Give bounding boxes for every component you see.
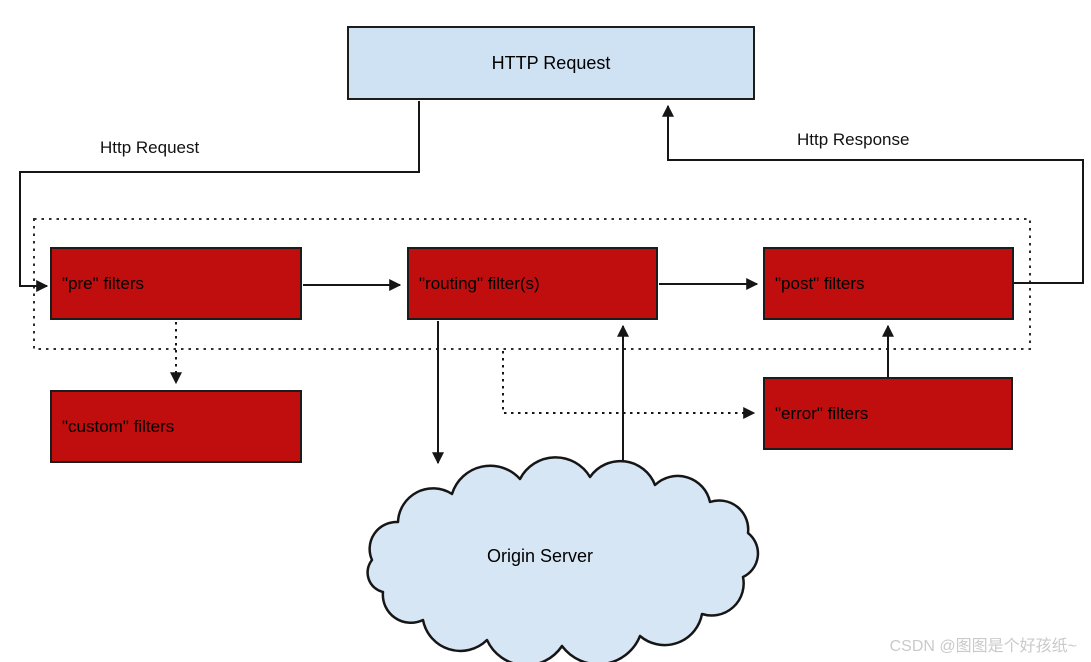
post-filters-box: "post" filters <box>763 247 1014 320</box>
http-request-box: HTTP Request <box>347 26 755 100</box>
custom-filters-box: "custom" filters <box>50 390 302 463</box>
http-request-label: HTTP Request <box>491 52 611 73</box>
routing-filters-box: "routing" filter(s) <box>407 247 658 320</box>
post-filters-label: "post" filters <box>775 273 865 293</box>
error-filters-label: "error" filters <box>775 403 869 423</box>
http-response-edge-label: Http Response <box>797 130 910 149</box>
watermark: CSDN @图图是个好孩纸~ <box>889 638 1077 655</box>
arrow-boundary-to-error <box>502 351 756 419</box>
origin-server-label: Origin Server <box>486 546 594 566</box>
pre-filters-box: "pre" filters <box>50 247 302 320</box>
error-filters-box: "error" filters <box>763 377 1013 450</box>
routing-filters-label: "routing" filter(s) <box>419 273 540 293</box>
http-request-edge-label: Http Request <box>100 138 200 157</box>
pre-filters-label: "pre" filters <box>62 273 144 293</box>
custom-filters-label: "custom" filters <box>62 416 175 436</box>
